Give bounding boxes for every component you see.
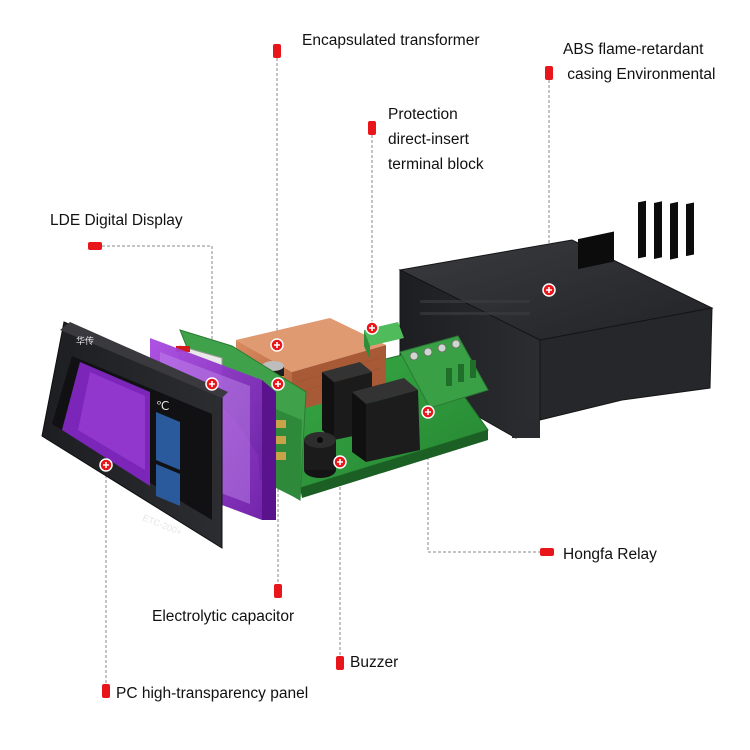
pin-terminal-icon: [368, 121, 376, 135]
pin-relay-icon: [540, 548, 554, 556]
terminal-block: [364, 322, 489, 409]
label-casing: ABS flame-retardant casing Environmental: [563, 41, 716, 83]
buzzer: [304, 432, 336, 478]
pin-transformer-icon: [273, 44, 281, 58]
pin-panel-icon: [102, 684, 110, 698]
label-terminal: Protection direct-insert terminal block: [388, 106, 484, 173]
label-relay: Hongfa Relay: [563, 546, 657, 563]
brand-logo: 华传: [76, 335, 94, 347]
hotspot-display-icon: [205, 377, 219, 391]
hotspot-buzzer-icon: [333, 455, 347, 469]
hotspots: [99, 283, 556, 472]
hotspot-relay-icon: [421, 405, 435, 419]
pin-capacitor-icon: [274, 584, 282, 598]
label-transformer: Encapsulated transformer: [302, 32, 480, 49]
hotspot-panel-icon: [99, 458, 113, 472]
hotspot-transformer-icon: [270, 338, 284, 352]
label-capacitor: Electrolytic capacitor: [152, 608, 295, 625]
guide-line-display: [102, 245, 213, 384]
pin-display-icon: [88, 242, 102, 250]
label-display: LDE Digital Display: [50, 212, 183, 229]
hotspot-terminal-icon: [365, 321, 379, 335]
label-panel: PC high-transparency panel: [116, 685, 309, 702]
hotspot-capacitor-icon: [271, 377, 285, 391]
hotspot-casing-icon: [542, 283, 556, 297]
hongfa-relay: [322, 362, 420, 462]
front-bezel: ℃ 华传 ETC-200+: [41, 321, 228, 549]
pin-buzzer-icon: [336, 656, 344, 670]
markers: [88, 44, 554, 698]
unit-symbol: ℃: [156, 399, 169, 413]
pin-casing-icon: [545, 66, 553, 80]
label-buzzer: Buzzer: [350, 654, 399, 671]
abs-casing: [398, 200, 714, 439]
